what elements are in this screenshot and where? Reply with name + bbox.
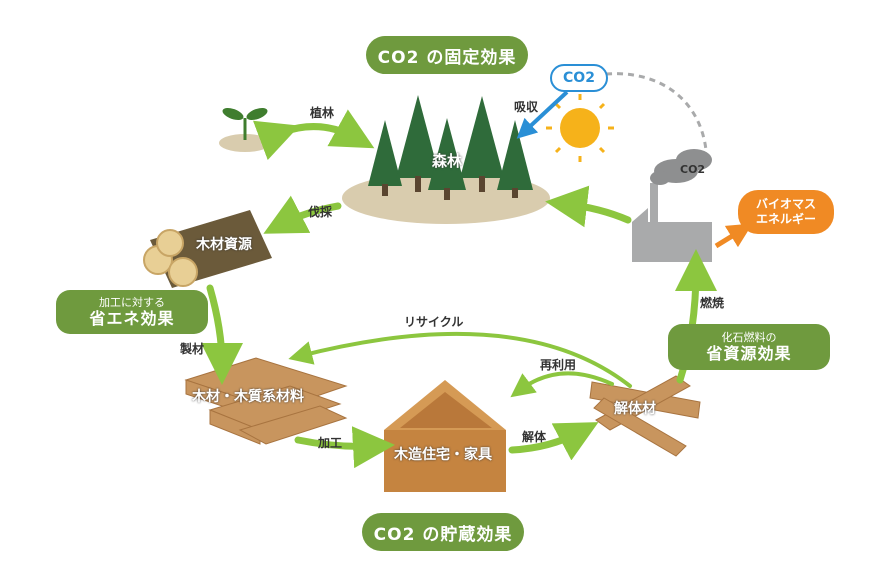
co2-release-dashed-line: [605, 72, 708, 151]
fossil-fuel-large: 省資源効果: [706, 343, 792, 363]
energy-saving-effect-pill: 加工に対する 省エネ効果: [56, 290, 208, 334]
label-timber-resource: 木材資源: [196, 237, 252, 253]
timber-logs-icon: [143, 210, 272, 288]
arrow-processing: [294, 426, 395, 469]
biomass-energy-badge: バイオマス エネルギー: [738, 190, 834, 234]
fossil-fuel-saving-pill: 化石燃料の 省資源効果: [668, 324, 830, 370]
sun-icon: [546, 94, 614, 162]
label-recycle: リサイクル: [404, 315, 464, 329]
label-burning: 燃焼: [700, 296, 725, 310]
arrow-recycle: [288, 332, 632, 388]
forest-trees-icon: [368, 95, 533, 200]
label-absorption: 吸収: [514, 100, 539, 114]
fossil-fuel-small: 化石燃料の: [721, 330, 777, 344]
biomass-line1: バイオマス: [755, 197, 816, 211]
label-logging: 伐採: [308, 205, 333, 219]
energy-saving-large: 省エネ効果: [89, 308, 175, 328]
label-lumbering: 製材: [180, 342, 205, 356]
co2-absorb-bubble: CO2: [550, 64, 608, 92]
arrow-dismantling: [508, 422, 599, 461]
label-wooden-house: 木造住宅・家具: [394, 447, 492, 463]
label-planting: 植林: [310, 106, 335, 120]
arrow-factory-to-forest: [545, 185, 632, 228]
label-forest: 森林: [432, 152, 463, 170]
fixation-effect-title: CO2 の固定効果: [366, 36, 528, 74]
co2-release-label: CO2: [680, 163, 706, 176]
house-icon: [384, 380, 506, 492]
label-reuse: 再利用: [540, 358, 577, 372]
sprout-icon: [222, 107, 268, 140]
biomass-line2: エネルギー: [755, 212, 816, 226]
factory-icon: [632, 149, 712, 262]
dismantled-wood-icon: [589, 375, 701, 457]
arrow-planting: [252, 109, 375, 161]
energy-saving-small: 加工に対する: [99, 295, 165, 309]
absorption-arrow: [516, 90, 569, 139]
label-wood-materials: 木材・木質系材料: [192, 389, 304, 405]
storage-effect-title: CO2 の貯蔵効果: [362, 513, 524, 551]
arrow-timber-to-wood: [200, 284, 243, 385]
label-dismantled-wood: 解体材: [614, 401, 656, 417]
arrow-biomass: [714, 223, 753, 249]
label-dismantling: 解体: [522, 430, 547, 444]
arrow-reuse: [510, 371, 614, 398]
arrow-logging: [263, 195, 342, 234]
label-processing: 加工: [318, 436, 343, 450]
